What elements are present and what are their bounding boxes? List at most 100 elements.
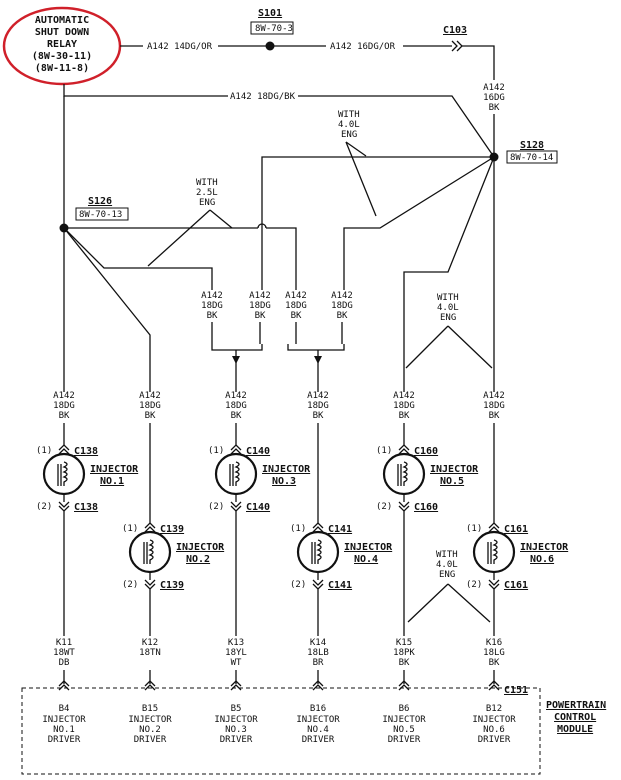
pin1-label: (1) [208, 446, 224, 456]
injector-connector-top: C138 [74, 446, 98, 457]
splice-s101-name: S101 [258, 8, 282, 19]
injector-4: A14218DGBK(1)C141INJECTORNO.4(2)C141K141… [290, 391, 393, 691]
injector-driver-wire-label: WT [231, 658, 242, 668]
splice-s126-name: S126 [88, 196, 112, 207]
injector-top-wire-label: A142 [307, 391, 329, 401]
bracket-25l [211, 344, 263, 351]
branch-label-1: A142 18DG BK [201, 291, 223, 321]
connector-pin2-symbol [58, 501, 70, 512]
injector-top-wire-label: A142 [393, 391, 415, 401]
pcm-box [21, 687, 541, 775]
injector-number: NO.6 [530, 554, 554, 565]
injector-top-wire-label: BK [59, 411, 70, 421]
pcm-pin-desc: DRIVER [220, 735, 253, 745]
relay-line-4: (8W-30-11) [32, 51, 92, 62]
injector-5: A14218DGBK(1)C160INJECTORNO.5(2)C160K151… [376, 391, 479, 691]
injector-driver-wire-label: K15 [396, 638, 412, 648]
note-40-mid-2: 4.0L [437, 303, 459, 313]
injector-label: INJECTOR [176, 542, 225, 553]
branch-label-4: A142 18DG BK [331, 291, 353, 321]
svg-text:BK: BK [291, 311, 302, 321]
pin1-label: (1) [36, 446, 52, 456]
pcm-pin-number: B16 [310, 704, 326, 714]
injector-top-wire-label: 18DG [393, 401, 415, 411]
injector-driver-wire-label: K14 [310, 638, 326, 648]
bracket-40l [287, 344, 345, 351]
note-25-3: ENG [199, 198, 215, 208]
injector-core-icon [57, 464, 62, 486]
connector-pin2-symbol [230, 501, 242, 512]
pin2-label: (2) [466, 580, 482, 590]
pcm-pin-number: B4 [59, 704, 70, 714]
connector-c103-name: C103 [443, 25, 467, 36]
coil-icon [492, 539, 498, 564]
pcm-pin-desc: INJECTOR [42, 715, 86, 725]
connector-pin1-symbol [58, 444, 70, 455]
coil-icon [234, 461, 240, 486]
pcm-pin-desc: NO.2 [139, 725, 161, 735]
injector-2: A14218DGBK(1)C139INJECTORNO.2(2)C139K121… [122, 391, 225, 691]
injector-top-wire-label: BK [145, 411, 156, 421]
injector-number: NO.4 [354, 554, 378, 565]
note-40-bot-3: ENG [439, 570, 455, 580]
injector-label: INJECTOR [344, 542, 393, 553]
pcm-pin-desc: NO.3 [225, 725, 247, 735]
wire-crossover-hop [257, 223, 267, 229]
injector-driver-wire-label: 18YL [225, 648, 247, 658]
note-40-top-arrow-b [345, 141, 377, 217]
injector-1: A14218DGBK(1)C138INJECTORNO.1(2)C138K111… [36, 391, 139, 691]
svg-text:A142: A142 [331, 291, 353, 301]
injector-driver-wire-label: DB [59, 658, 70, 668]
note-25-arrow-a [209, 209, 233, 229]
injector-label: INJECTOR [262, 464, 311, 475]
pcm-pin-number: B12 [486, 704, 502, 714]
injector-top-wire-label: A142 [225, 391, 247, 401]
pin2-label: (2) [36, 502, 52, 512]
coil-icon [148, 539, 154, 564]
pcm-pin-desc: NO.6 [483, 725, 505, 735]
injector-body [128, 530, 172, 574]
injector-connector-bottom: C139 [160, 580, 184, 591]
bracket-drop-wires [235, 350, 319, 392]
pcm-pin-desc: INJECTOR [382, 715, 426, 725]
injector-3: A14218DGBK(1)C140INJECTORNO.3(2)C140K131… [208, 391, 311, 691]
connector-c151-symbol [144, 680, 156, 691]
connector-c151-symbol [488, 680, 500, 691]
pin1-label: (1) [290, 524, 306, 534]
pin2-label: (2) [122, 580, 138, 590]
wire-s128-upper-bus [261, 156, 494, 290]
injector-number: NO.3 [272, 476, 296, 487]
injector-top-wire-label: A142 [139, 391, 161, 401]
injector-driver-wire-label: 18PK [393, 648, 415, 658]
relay-line-3: RELAY [47, 39, 77, 50]
injector-connector-bottom: C138 [74, 502, 98, 513]
injector-driver-wire-label: 18WT [53, 648, 75, 658]
injector-core-icon [229, 464, 234, 486]
injector-top-wire-label: BK [489, 411, 500, 421]
svg-text:BK: BK [337, 311, 348, 321]
coil-icon [62, 461, 68, 486]
pin1-label: (1) [466, 524, 482, 534]
pcm-pin-desc: DRIVER [388, 735, 421, 745]
asd-relay-label: AUTOMATIC SHUT DOWN RELAY (8W-30-11) (8W… [32, 15, 92, 74]
injector-driver-wire-label: 18LB [307, 648, 329, 658]
wire-c103-down [462, 45, 495, 80]
note-40-mid-1: WITH [437, 293, 459, 303]
connector-pin2-symbol [398, 501, 410, 512]
svg-text:A142: A142 [201, 291, 223, 301]
injector-top-wire-label: A142 [53, 391, 75, 401]
pcm-pin-desc: INJECTOR [472, 715, 516, 725]
connector-pin1-symbol [230, 444, 242, 455]
pcm-pin-number: B5 [231, 704, 242, 714]
connector-pin2-symbol [144, 579, 156, 590]
pcm-pin-desc: DRIVER [134, 735, 167, 745]
note-40-top-1: WITH [338, 110, 360, 120]
injector-driver-wire-label: 18LG [483, 648, 505, 658]
injector-driver-wire-label: BK [489, 658, 500, 668]
injector-label: INJECTOR [430, 464, 479, 475]
wire-s126-lower-bus [63, 227, 213, 290]
injector-body [382, 452, 426, 496]
